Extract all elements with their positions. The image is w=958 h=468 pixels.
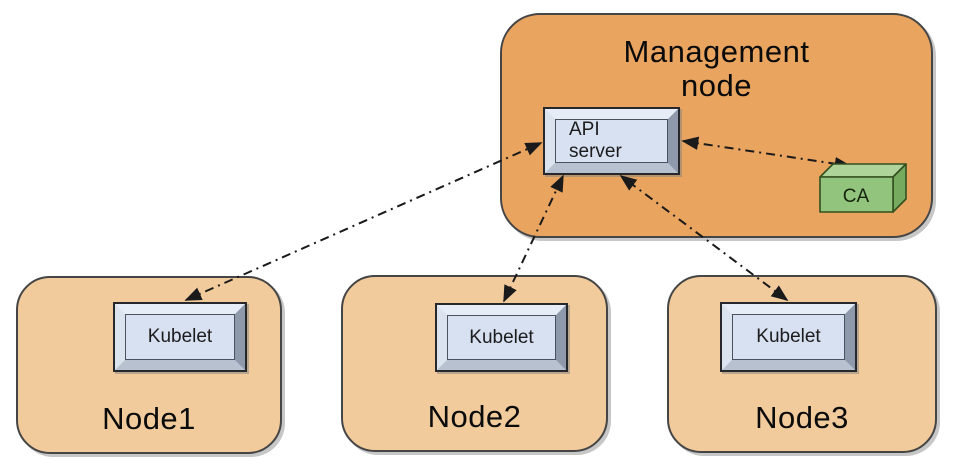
api-server-label: API server [555,119,668,163]
api-server-label-line1: API [569,119,600,140]
management-node-label-line1: Management [623,34,810,69]
kubelet-node1-label: Kubelet [125,314,235,360]
node2-label: Node2 [427,399,522,434]
kubelet-box-node1: Kubelet [113,302,247,372]
management-node-label: Management node [502,35,931,103]
kubelet-box-node1-bevel [115,304,245,370]
node3-label: Node3 [755,400,849,435]
kubelet-node3-label: Kubelet [732,314,845,360]
kubelet-box-node2-bevel [437,305,566,370]
api-server-box-bevel [545,109,678,173]
api-server-label-line2: server [569,141,622,162]
kubelet-node2-label: Kubelet [447,315,556,360]
kubelet-box-node3-bevel [722,304,855,370]
node1-label: Node1 [102,401,196,436]
kubelet-box-node2: Kubelet [435,303,568,372]
management-node-label-line2: node [681,68,752,103]
kubelet-box-node3: Kubelet [720,302,857,372]
api-server-box: API server [543,107,680,175]
